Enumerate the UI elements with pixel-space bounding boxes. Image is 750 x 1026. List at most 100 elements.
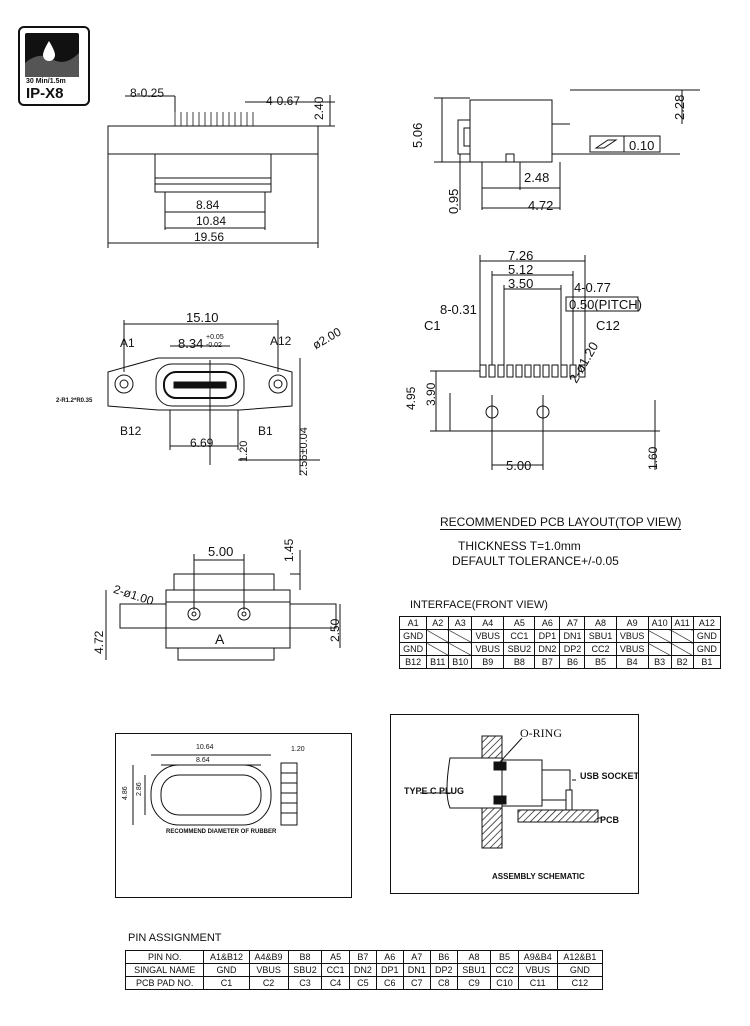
interface-cell: A6 — [534, 616, 561, 630]
interface-cell: GND — [692, 642, 722, 656]
interface-cell — [448, 642, 473, 656]
interface-cell — [647, 629, 672, 643]
pin-cell: A12&B1 — [556, 950, 604, 964]
interface-cell — [647, 642, 672, 656]
interface-cell: A7 — [559, 616, 586, 630]
pin-cell: DP1 — [375, 963, 404, 977]
side-view-drawing — [434, 89, 700, 210]
pin-label-a12: A12 — [270, 334, 292, 348]
interface-cell: B11 — [426, 655, 450, 669]
interface-cell: VBUS — [471, 642, 505, 656]
pin-cell: B7 — [348, 950, 377, 964]
dim-label: 7.26 — [508, 248, 534, 263]
interface-cell: DP2 — [559, 642, 586, 656]
pin-cell: A4&B9 — [248, 950, 289, 964]
pin-label-b1: B1 — [258, 424, 273, 438]
pin-cell: B8 — [287, 950, 323, 964]
front-view-drawing — [107, 320, 320, 475]
dim-label: 4-0.77 — [574, 280, 611, 295]
pin-cell: DP2 — [429, 963, 458, 977]
pin-cell: C5 — [348, 976, 377, 990]
assembly-caption: ASSEMBLY SCHEMATIC — [492, 872, 585, 881]
interface-cell: A8 — [584, 616, 617, 630]
dim-label: 2.48 — [524, 170, 550, 185]
pin-cell: C10 — [490, 976, 519, 990]
pcb-layout-drawing — [430, 255, 660, 470]
dim-label: 8.64 — [196, 757, 210, 764]
interface-cell: A10 — [647, 616, 672, 630]
interface-cell: SBU2 — [503, 642, 536, 656]
interface-cell: GND — [398, 642, 428, 656]
ip-rating-badge: 30 Min/1.5m IP-X8 — [18, 26, 90, 106]
dim-label: 8.84 — [196, 198, 220, 212]
pcb-layout-title: RECOMMENDED PCB LAYOUT(TOP VIEW) — [440, 515, 682, 530]
pin-cell: B5 — [490, 950, 519, 964]
pin-cell: CC1 — [321, 963, 350, 977]
dim-label: 19.56 — [194, 230, 225, 244]
dim-label: 3.90 — [424, 382, 438, 406]
flatness-value: 0.10 — [629, 138, 655, 153]
rubber-drawing — [132, 754, 298, 826]
dim-label: 2.56±0.04 — [298, 427, 310, 476]
thickness-note: THICKNESS T=1.0mm — [458, 539, 581, 553]
interface-cell: SBU1 — [584, 629, 617, 643]
tolerance-lower: -0.02 — [206, 342, 222, 349]
dim-label: 5.12 — [508, 262, 534, 277]
dim-label: 4.95 — [404, 386, 418, 410]
interface-cell: A1 — [398, 616, 428, 630]
pin-cell: A1&B12 — [203, 950, 250, 964]
interface-cell: B4 — [615, 655, 649, 669]
pin-cell: GND — [203, 963, 250, 977]
interface-cell — [670, 642, 694, 656]
pin-cell: A8 — [456, 950, 492, 964]
dim-label: 4.72 — [92, 630, 106, 654]
rubber-caption: RECOMMEND DIAMETER OF RUBBER — [166, 829, 277, 835]
bottom-view-drawing: A — [105, 550, 341, 661]
pin-label-b12: B12 — [120, 424, 142, 438]
dim-label: 2.50 — [328, 618, 342, 642]
pin-label-a1: A1 — [120, 336, 135, 350]
interface-cell: VBUS — [615, 642, 649, 656]
interface-cell: B6 — [559, 655, 586, 669]
pin-cell: C11 — [517, 976, 558, 990]
interface-cell: GND — [398, 629, 428, 643]
dim-label: 10.84 — [196, 214, 227, 228]
pin-cell: C1 — [203, 976, 250, 990]
dim-label: 8-0.25 — [130, 86, 165, 100]
interface-cell: B3 — [647, 655, 672, 669]
pad-label-c12: C12 — [596, 318, 620, 333]
pin-cell: A7 — [402, 950, 431, 964]
pin-cell: C12 — [556, 976, 604, 990]
interface-cell: B9 — [471, 655, 505, 669]
pin-cell: C2 — [248, 976, 289, 990]
dim-label: 1.20 — [238, 440, 250, 462]
interface-cell: A5 — [503, 616, 536, 630]
orientation-mark: A — [215, 631, 225, 647]
interface-cell: GND — [692, 629, 722, 643]
top-view-drawing — [107, 95, 335, 248]
interface-cell: B10 — [448, 655, 473, 669]
interface-cell: VBUS — [615, 629, 649, 643]
dim-label: 5.06 — [410, 122, 425, 148]
interface-cell — [448, 629, 473, 643]
interface-cell: A9 — [615, 616, 649, 630]
badge-line2: IP-X8 — [26, 85, 64, 102]
pin-row-label: SINGAL NAME — [124, 963, 205, 977]
dim-label: 8.34 — [178, 336, 204, 351]
pin-cell: C7 — [402, 976, 431, 990]
interface-cell: A11 — [670, 616, 694, 630]
interface-cell: A4 — [471, 616, 505, 630]
pcb-label: PCB — [600, 815, 620, 825]
assembly-frame — [390, 714, 639, 894]
pin-cell: B6 — [429, 950, 458, 964]
pin-cell: C6 — [375, 976, 404, 990]
dim-label: 10.64 — [196, 744, 214, 751]
interface-cell: B5 — [584, 655, 617, 669]
